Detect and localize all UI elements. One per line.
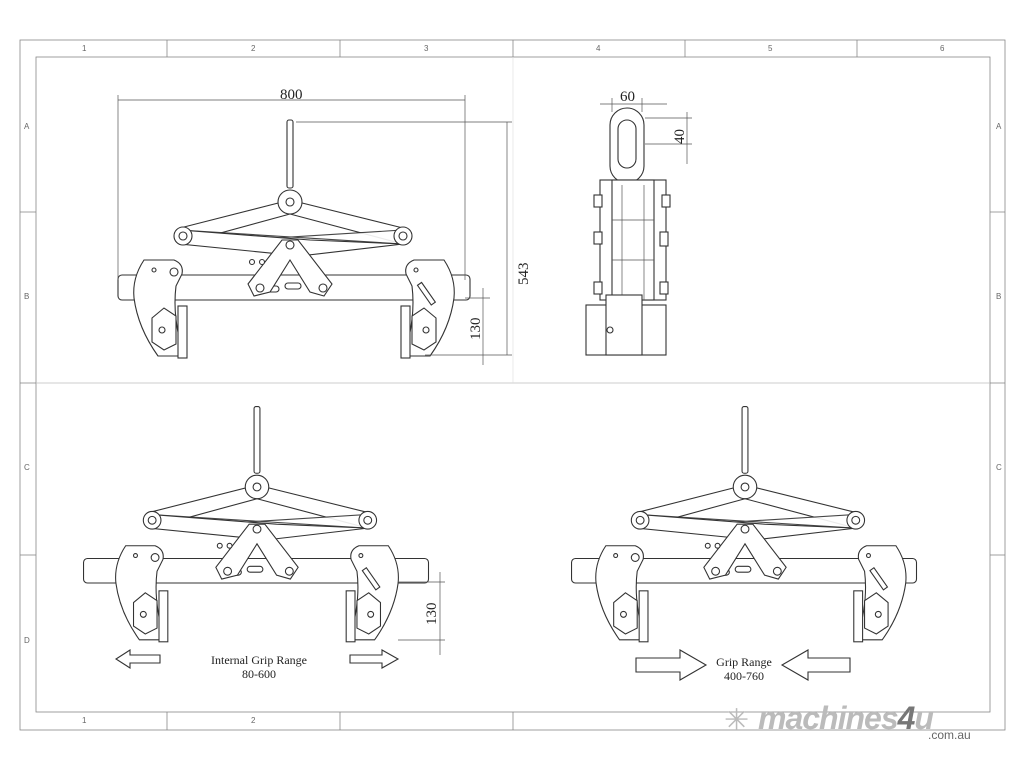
outer-border [19, 39, 1006, 731]
side-view-dimensions [600, 98, 692, 164]
watermark-brand: machines [758, 700, 899, 736]
zone-col-1-bottom: 1 [82, 716, 87, 725]
arrow-right-icon [349, 649, 400, 669]
dim-jaw-130: 130 [468, 318, 484, 341]
zone-col-6: 6 [940, 44, 945, 53]
grip-range-caption: Grip Range [716, 655, 772, 669]
zone-row-a-right: A [996, 122, 1002, 131]
arrow-inward-right-icon [635, 649, 708, 681]
internal-grip-dimensions [398, 572, 445, 655]
snowflake-logo-icon: ✳ [724, 704, 750, 737]
zone-col-4: 4 [596, 44, 601, 53]
dim-internal-130: 130 [424, 603, 440, 626]
grip-range-value: 400-760 [724, 669, 764, 683]
zone-col-2-bottom: 2 [251, 716, 256, 725]
zone-col-3: 3 [424, 44, 429, 53]
external-grip-view [571, 406, 918, 643]
side-view [585, 107, 671, 356]
arrow-inward-left-icon [780, 649, 851, 681]
zone-col-2: 2 [251, 44, 256, 53]
zone-col-1: 1 [82, 44, 87, 53]
watermark-logo: machines4u [724, 700, 934, 737]
zone-row-c-right: C [996, 463, 1002, 472]
arrow-left-icon [114, 648, 161, 670]
watermark-brand-end: u [914, 700, 934, 736]
zone-row-b: B [24, 292, 29, 301]
zone-row-d: D [24, 636, 30, 645]
dim-width-800: 800 [280, 87, 303, 103]
dim-height-543: 543 [516, 263, 532, 286]
zone-row-c: C [24, 463, 30, 472]
zone-row-b-right: B [996, 292, 1001, 301]
front-view [117, 119, 471, 359]
dim-side-60: 60 [620, 89, 635, 105]
zone-row-a: A [24, 122, 30, 131]
column-ticks [20, 40, 1005, 730]
internal-grip-range: 80-600 [242, 667, 276, 681]
dim-eye-40: 40 [672, 129, 688, 144]
watermark-domain: .com.au [928, 728, 971, 742]
internal-grip-view [83, 406, 430, 643]
watermark-number: 4 [897, 700, 916, 736]
zone-col-5: 5 [768, 44, 773, 53]
internal-grip-caption: Internal Grip Range [211, 653, 307, 667]
front-view-dimensions [117, 95, 512, 365]
